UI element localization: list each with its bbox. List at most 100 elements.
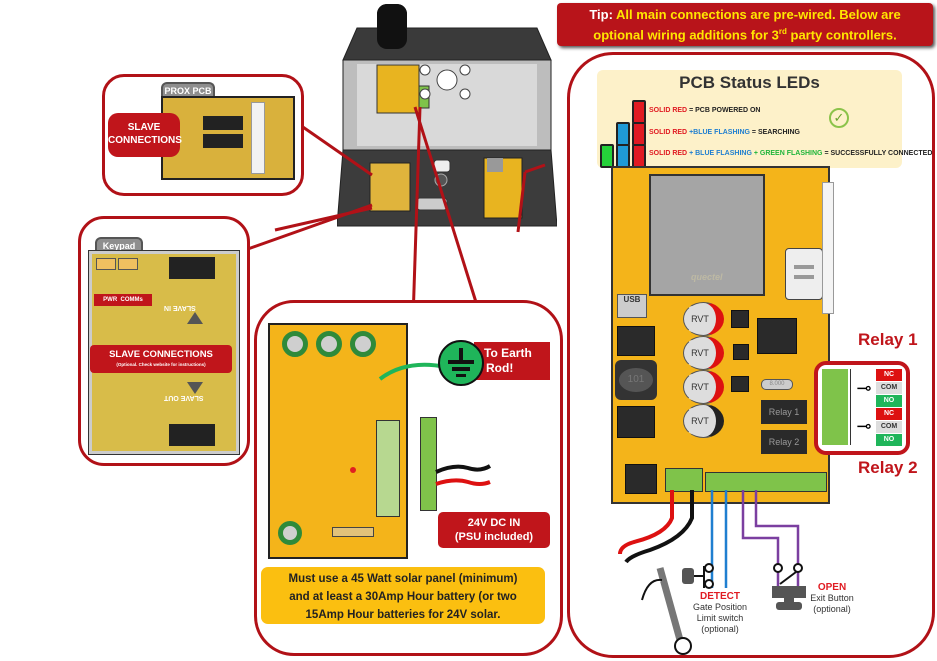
- slave-out-label: SLAVE OUT: [164, 394, 204, 401]
- legend-row-3: SOLID RED + BLUE FLASHING + GREEN FLASHI…: [649, 150, 932, 157]
- ic-chip: [731, 310, 749, 328]
- detect-line2: Limit switch: [696, 613, 744, 623]
- bottom-terminals: [705, 472, 827, 492]
- relay2-com: COM: [876, 421, 902, 433]
- open-line2: (optional): [813, 604, 851, 614]
- inductor: 101: [615, 360, 657, 400]
- result-text: = SEARCHING: [751, 129, 800, 136]
- terminal-block-out: [169, 424, 215, 446]
- blue-flashing-text: +BLUE FLASHING: [689, 129, 750, 136]
- blue-flashing-text: + BLUE FLASHING: [689, 150, 752, 157]
- solid-red-text: SOLID RED: [649, 129, 688, 136]
- solar-note-line3: 15Amp Hour batteries for 24V solar.: [305, 609, 501, 621]
- label-subtitle: (Optional. Check website for instruction…: [116, 362, 206, 367]
- header-connector: [822, 182, 834, 314]
- relay-connector-detail: ⊸⊸ NC COM NO NC COM NO: [814, 361, 910, 455]
- voltage-regulator: [376, 420, 400, 517]
- terminal-block: [203, 116, 243, 130]
- comms-connector: [118, 258, 138, 270]
- prox-slave-connections-label: SLAVE CONNECTIONS: [108, 113, 182, 157]
- led-blue-2: [616, 122, 630, 146]
- comms-label: COMMs: [120, 297, 143, 303]
- dc-in-line1: 24V DC IN: [467, 517, 521, 529]
- open-title: OPEN: [817, 582, 847, 593]
- ic-chip: [731, 376, 749, 392]
- capacitor-rvt: RVT: [683, 336, 724, 370]
- relay2-nc: NC: [876, 408, 902, 420]
- tip-line1: All main connections are pre-wired. Belo…: [616, 7, 901, 22]
- detect-line1: Gate Position: [692, 602, 748, 612]
- solar-note-line1: Must use a 45 Watt solar panel (minimum): [288, 573, 518, 585]
- relay-2-chip: Relay 2: [761, 430, 807, 454]
- module-label: quectel: [691, 272, 723, 282]
- detect-line3: (optional): [701, 624, 739, 634]
- crystal: 8.000: [761, 379, 793, 390]
- pwr-comms-label: PWR COMMs: [94, 294, 152, 306]
- relay-1-chip: Relay 1: [761, 400, 807, 424]
- label-line1: SLAVE: [127, 122, 161, 133]
- capacitor: [278, 521, 302, 545]
- sim-holder: [785, 248, 823, 300]
- earth-line1: To Earth: [484, 346, 532, 360]
- solar-note-line2: and at least a 30Amp Hour battery (or tw…: [289, 591, 517, 603]
- dc-in-line2: (PSU included): [454, 531, 534, 543]
- relay-title-2: Relay 2: [858, 458, 918, 477]
- arrow-up-icon: [187, 312, 203, 324]
- tip-banner: Tip: All main connections are pre-wired.…: [557, 3, 933, 46]
- ic-chip: [617, 326, 655, 356]
- dc-wires: [435, 464, 492, 486]
- capacitor: [350, 331, 376, 357]
- prox-pcb-board: [161, 96, 295, 180]
- relay-title-1: Relay 1: [858, 330, 918, 349]
- connector: [251, 102, 265, 174]
- ic-chip: [617, 406, 655, 438]
- main-pcb: quectel USB 101 RVT RVT RVT RVT 8.000 Re…: [611, 166, 834, 504]
- exit-button-icon: [772, 563, 806, 610]
- green-flashing-text: + GREEN FLASHING: [753, 150, 823, 157]
- pwr-label: PWR: [103, 297, 118, 303]
- enclosure-graphic: [336, 4, 558, 227]
- relay-switch-icon: ⊸⊸: [850, 369, 877, 445]
- prox-pcb-tag: PROX PCB: [161, 82, 215, 98]
- power-board: [268, 323, 408, 559]
- open-line1: Exit Button: [810, 593, 854, 603]
- label-line2: CONNECTIONS: [108, 135, 182, 146]
- tip-line2: optional wiring additions for 3: [593, 27, 779, 43]
- capacitor-rvt: RVT: [683, 370, 724, 404]
- led-blue-3: [616, 144, 630, 168]
- ic-chip: [625, 464, 657, 494]
- solid-red-text: SOLID RED: [649, 107, 688, 114]
- keypad-tag: Keypad: [95, 237, 143, 253]
- arrow-down-icon: [187, 382, 203, 394]
- pwr-connector: [96, 258, 116, 270]
- legend-row-2: SOLID RED +BLUE FLASHING = SEARCHING: [649, 129, 800, 136]
- result-text: = SUCCESSFULLY CONNECTED: [824, 150, 933, 157]
- capacitor-rvt: RVT: [683, 404, 724, 438]
- tip-line2-post: party controllers.: [786, 27, 897, 43]
- usb-label: USB: [623, 295, 641, 304]
- limit-switch-icon: [641, 563, 714, 655]
- gsm-module: quectel: [649, 174, 765, 296]
- tip-sup: rd: [778, 27, 787, 36]
- relay1-no: NO: [876, 395, 902, 407]
- fuse: [332, 527, 374, 537]
- relay-terminals: [822, 369, 848, 445]
- power-terminal: [665, 468, 703, 492]
- earth-label: To Earth Rod!: [474, 342, 550, 380]
- legend-row-1: SOLID RED = PCB POWERED ON: [649, 107, 760, 114]
- relay1-nc: NC: [876, 369, 902, 381]
- ic-chip: [733, 344, 749, 360]
- solid-red-text: SOLID RED: [649, 150, 688, 157]
- capacitor: [282, 331, 308, 357]
- status-led-legend: PCB Status LEDs SOLID RED = PCB POWERED …: [597, 70, 932, 168]
- open-label: OPEN Exit Button (optional): [802, 582, 862, 615]
- tip-prefix: Tip:: [589, 7, 613, 22]
- enclosure: [336, 0, 558, 232]
- led-green-3: [600, 144, 614, 168]
- terminal-block-in: [169, 257, 215, 279]
- led-red-1: [632, 100, 646, 124]
- earth-ground-icon: [438, 340, 484, 386]
- microcontroller: [757, 318, 797, 354]
- red-led: [350, 467, 356, 473]
